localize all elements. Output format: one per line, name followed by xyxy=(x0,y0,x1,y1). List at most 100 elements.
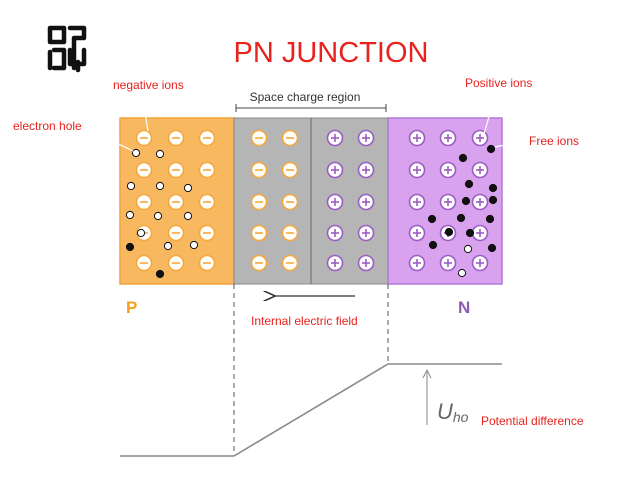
minus-circle-icon xyxy=(281,193,299,211)
potential-difference-label: Potential difference xyxy=(481,414,584,428)
electron-hole xyxy=(183,211,193,221)
positive-ions-pointer xyxy=(483,91,497,135)
plus-circle-icon xyxy=(471,254,489,272)
minus-circle-icon xyxy=(135,193,153,211)
electron-hole xyxy=(136,228,146,238)
minus-circle-icon xyxy=(281,161,299,179)
free-electron xyxy=(486,144,496,154)
electron-hole-label: electron hole xyxy=(13,119,82,133)
free-electron xyxy=(458,153,468,163)
plus-circle-icon xyxy=(326,161,344,179)
free-electron xyxy=(428,240,438,250)
minus-circle-icon xyxy=(135,129,153,147)
electron-hole xyxy=(155,149,165,159)
plus-circle-icon xyxy=(439,193,457,211)
bracket-label-bg xyxy=(244,89,366,105)
minus-circle-icon xyxy=(281,224,299,242)
free-ions-label: Free ions xyxy=(529,134,579,148)
potential-arrow-head xyxy=(422,368,432,379)
free-ions-pointer xyxy=(494,140,527,148)
free-electron xyxy=(485,214,495,224)
negative-ions-label: negative ions xyxy=(113,78,184,92)
ions-layer xyxy=(135,129,489,272)
minus-circle-icon xyxy=(250,193,268,211)
plus-circle-icon xyxy=(357,254,375,272)
electron-hole xyxy=(457,268,467,278)
space-charge-bracket xyxy=(235,104,387,112)
plus-circle-icon xyxy=(439,254,457,272)
plus-circle-icon xyxy=(357,161,375,179)
space-charge-region-label: Space charge region xyxy=(250,90,361,104)
plus-circle-icon xyxy=(408,129,426,147)
plus-circle-icon xyxy=(408,193,426,211)
minus-circle-icon xyxy=(135,254,153,272)
plus-circle-icon xyxy=(408,161,426,179)
internal-field-label: Internal electric field xyxy=(251,314,358,328)
minus-circle-icon xyxy=(250,161,268,179)
plus-circle-icon xyxy=(471,161,489,179)
free-electron xyxy=(464,179,474,189)
potential-curve xyxy=(120,363,502,457)
free-electron xyxy=(125,242,135,252)
minus-circle-icon xyxy=(250,224,268,242)
minus-circle-icon xyxy=(135,161,153,179)
free-electron xyxy=(488,183,498,193)
electron-hole xyxy=(125,210,135,220)
potential-symbol-main: U xyxy=(437,399,453,424)
minus-circle-icon xyxy=(198,161,216,179)
free-electron xyxy=(456,213,466,223)
plus-circle-icon xyxy=(326,224,344,242)
free-electron xyxy=(488,195,498,205)
p-side-label: P xyxy=(126,298,137,317)
electron-hole xyxy=(131,148,141,158)
free-electron xyxy=(487,243,497,253)
plus-circle-icon xyxy=(357,193,375,211)
minus-circle-icon xyxy=(167,254,185,272)
plus-circle-icon xyxy=(326,129,344,147)
minus-circle-icon xyxy=(167,129,185,147)
n-side-label: N xyxy=(458,298,470,317)
positive-ions-label: Positive ions xyxy=(465,76,532,90)
minus-circle-icon xyxy=(198,193,216,211)
minus-circle-icon xyxy=(281,254,299,272)
minus-circle-icon xyxy=(198,129,216,147)
electron-hole xyxy=(189,240,199,250)
free-electron xyxy=(427,214,437,224)
minus-circle-icon xyxy=(198,254,216,272)
free-electron xyxy=(155,269,165,279)
potential-symbol-sub: ho xyxy=(453,409,469,425)
electron-hole xyxy=(163,241,173,251)
plus-circle-icon xyxy=(471,129,489,147)
minus-circle-icon xyxy=(198,224,216,242)
electron-hole-pointer xyxy=(97,133,134,152)
electron-hole xyxy=(183,183,193,193)
electron-hole xyxy=(126,181,136,191)
minus-circle-icon xyxy=(167,193,185,211)
electron-hole xyxy=(463,244,473,254)
free-electron xyxy=(461,196,471,206)
minus-circle-icon xyxy=(281,129,299,147)
plus-circle-icon xyxy=(357,224,375,242)
electron-hole xyxy=(155,181,165,191)
opzd-logo-icon xyxy=(47,25,87,73)
plus-circle-icon xyxy=(471,224,489,242)
plus-circle-icon xyxy=(471,193,489,211)
electron-hole xyxy=(153,211,163,221)
potential-symbol: Uho xyxy=(437,399,469,425)
minus-circle-icon xyxy=(250,129,268,147)
plus-circle-icon xyxy=(326,254,344,272)
free-electron xyxy=(465,228,475,238)
minus-circle-icon xyxy=(167,224,185,242)
negative-ions-pointer xyxy=(141,94,149,132)
minus-circle-icon xyxy=(250,254,268,272)
plus-circle-icon xyxy=(439,161,457,179)
plus-circle-icon xyxy=(408,254,426,272)
carriers-layer xyxy=(125,144,498,279)
page-title: PN JUNCTION xyxy=(234,37,429,69)
plus-circle-icon xyxy=(408,224,426,242)
free-electron xyxy=(444,227,454,237)
plus-circle-icon xyxy=(439,129,457,147)
plus-circle-icon xyxy=(357,129,375,147)
